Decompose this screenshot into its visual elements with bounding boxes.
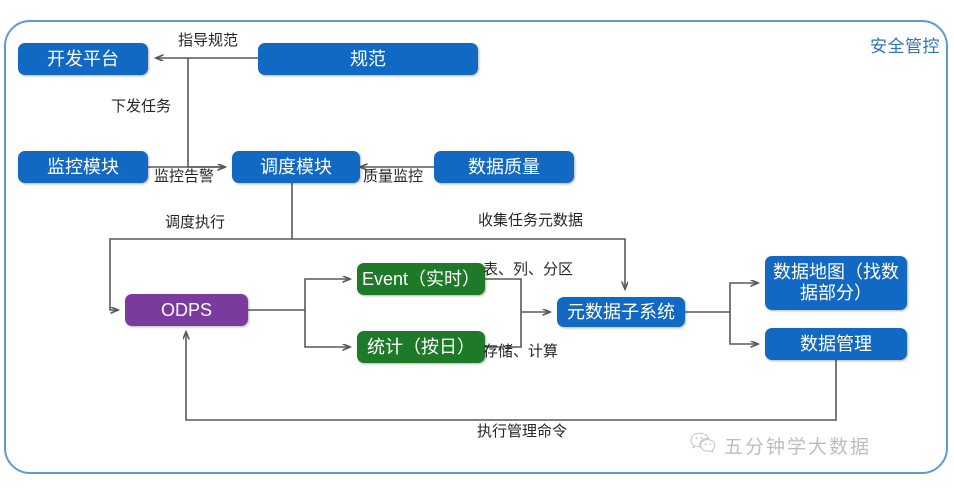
frame-label: 安全管控 [870, 37, 940, 56]
node-stats-daily[interactable]: 统计（按日） [357, 331, 485, 363]
edge-label-collect-meta: 收集任务元数据 [478, 212, 584, 229]
node-dev-platform[interactable]: 开发平台 [18, 43, 148, 75]
edge-label-exec-manage-command: 执行管理命令 [477, 423, 568, 440]
watermark: 五分钟学大数据 [690, 432, 871, 459]
node-data-management[interactable]: 数据管理 [765, 328, 907, 360]
node-data-quality[interactable]: 数据质量 [434, 151, 574, 183]
security-control-frame [4, 20, 948, 474]
edge-label-table-col-partition: 表、列、分区 [483, 261, 574, 278]
edge-label-schedule-exec: 调度执行 [165, 214, 226, 231]
wechat-icon [690, 432, 716, 459]
watermark-text: 五分钟学大数据 [724, 437, 872, 458]
node-scheduler-module[interactable]: 调度模块 [232, 151, 360, 183]
edge-label-dispatch-task: 下发任务 [111, 98, 172, 115]
node-spec[interactable]: 规范 [258, 43, 478, 75]
node-event-realtime[interactable]: Event（实时） [357, 263, 485, 295]
node-odps[interactable]: ODPS [125, 294, 248, 326]
node-data-map[interactable]: 数据地图（找数 据部分） [765, 256, 907, 310]
node-monitor-module[interactable]: 监控模块 [18, 151, 148, 183]
edge-label-guide-spec: 指导规范 [178, 32, 239, 49]
edge-label-quality-monitor: 质量监控 [363, 168, 424, 185]
node-metadata-subsystem[interactable]: 元数据子系统 [557, 297, 685, 327]
edge-label-monitor-alert: 监控告警 [154, 168, 215, 185]
edge-label-storage-compute: 存储、计算 [483, 343, 559, 360]
